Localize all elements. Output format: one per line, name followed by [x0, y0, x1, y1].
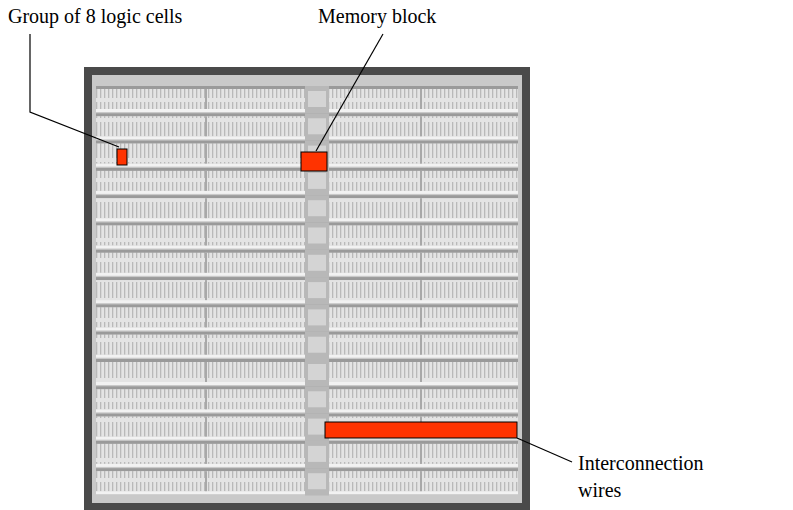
memory-column: [305, 332, 329, 359]
memory-cell: [308, 282, 326, 298]
row-divider: [205, 171, 207, 191]
memory-cell: [308, 173, 326, 189]
memory-cell: [308, 419, 326, 435]
row-divider: [420, 335, 422, 355]
row-divider: [205, 253, 207, 273]
row-divider: [205, 335, 207, 355]
memory-cell: [308, 118, 326, 134]
row-divider: [205, 471, 207, 491]
row-divider: [420, 307, 422, 327]
row-divider: [420, 89, 422, 109]
row-divider: [420, 444, 422, 464]
callout-label: Interconnection wires: [578, 450, 748, 504]
memory-cell: [308, 200, 326, 216]
memory-column: [305, 304, 329, 331]
row-divider: [205, 389, 207, 409]
memory-column: [305, 468, 329, 495]
memory-column: [305, 86, 329, 113]
row-divider: [205, 417, 207, 437]
row-divider: [205, 89, 207, 109]
memory-cell: [308, 91, 326, 107]
logic-cell-highlight: [117, 149, 127, 165]
row-divider: [420, 389, 422, 409]
row-divider: [420, 171, 422, 191]
memory-cell: [308, 364, 326, 380]
memory-cell: [308, 337, 326, 353]
memory-column: [305, 195, 329, 222]
die-border: [84, 67, 530, 510]
memory-column: [305, 441, 329, 468]
row-divider: [205, 226, 207, 246]
row-divider: [420, 253, 422, 273]
row-divider: [420, 226, 422, 246]
memory-cell: [308, 446, 326, 462]
memory-cell: [308, 255, 326, 271]
row-divider: [205, 280, 207, 300]
leader-line: [517, 438, 572, 462]
row-divider: [205, 362, 207, 382]
memory-column: [305, 250, 329, 277]
memory-cell: [308, 391, 326, 407]
memory-cell: [308, 228, 326, 244]
row-divider: [420, 198, 422, 218]
memory-column: [305, 113, 329, 140]
row-divider: [420, 471, 422, 491]
memory-column: [305, 386, 329, 413]
leader-line: [30, 34, 119, 147]
logic-rows: [96, 86, 518, 496]
leader-line: [316, 34, 383, 151]
die-core: [92, 75, 522, 503]
row-divider: [205, 444, 207, 464]
callout-label: Group of 8 logic cells: [8, 3, 268, 30]
wires-highlight: [325, 422, 517, 438]
memory-column: [305, 359, 329, 386]
row-divider: [420, 144, 422, 164]
row-divider: [420, 116, 422, 136]
row-divider: [420, 280, 422, 300]
row-divider: [205, 116, 207, 136]
row-divider: [205, 307, 207, 327]
callout-label: Memory block: [318, 3, 518, 30]
memory-column: [305, 277, 329, 304]
memory-column: [305, 168, 329, 195]
memory-cell: [308, 473, 326, 489]
memory-column: [305, 223, 329, 250]
row-divider: [205, 198, 207, 218]
row-divider: [420, 362, 422, 382]
memory-highlight: [301, 152, 327, 171]
memory-cell: [308, 309, 326, 325]
row-divider: [205, 144, 207, 164]
